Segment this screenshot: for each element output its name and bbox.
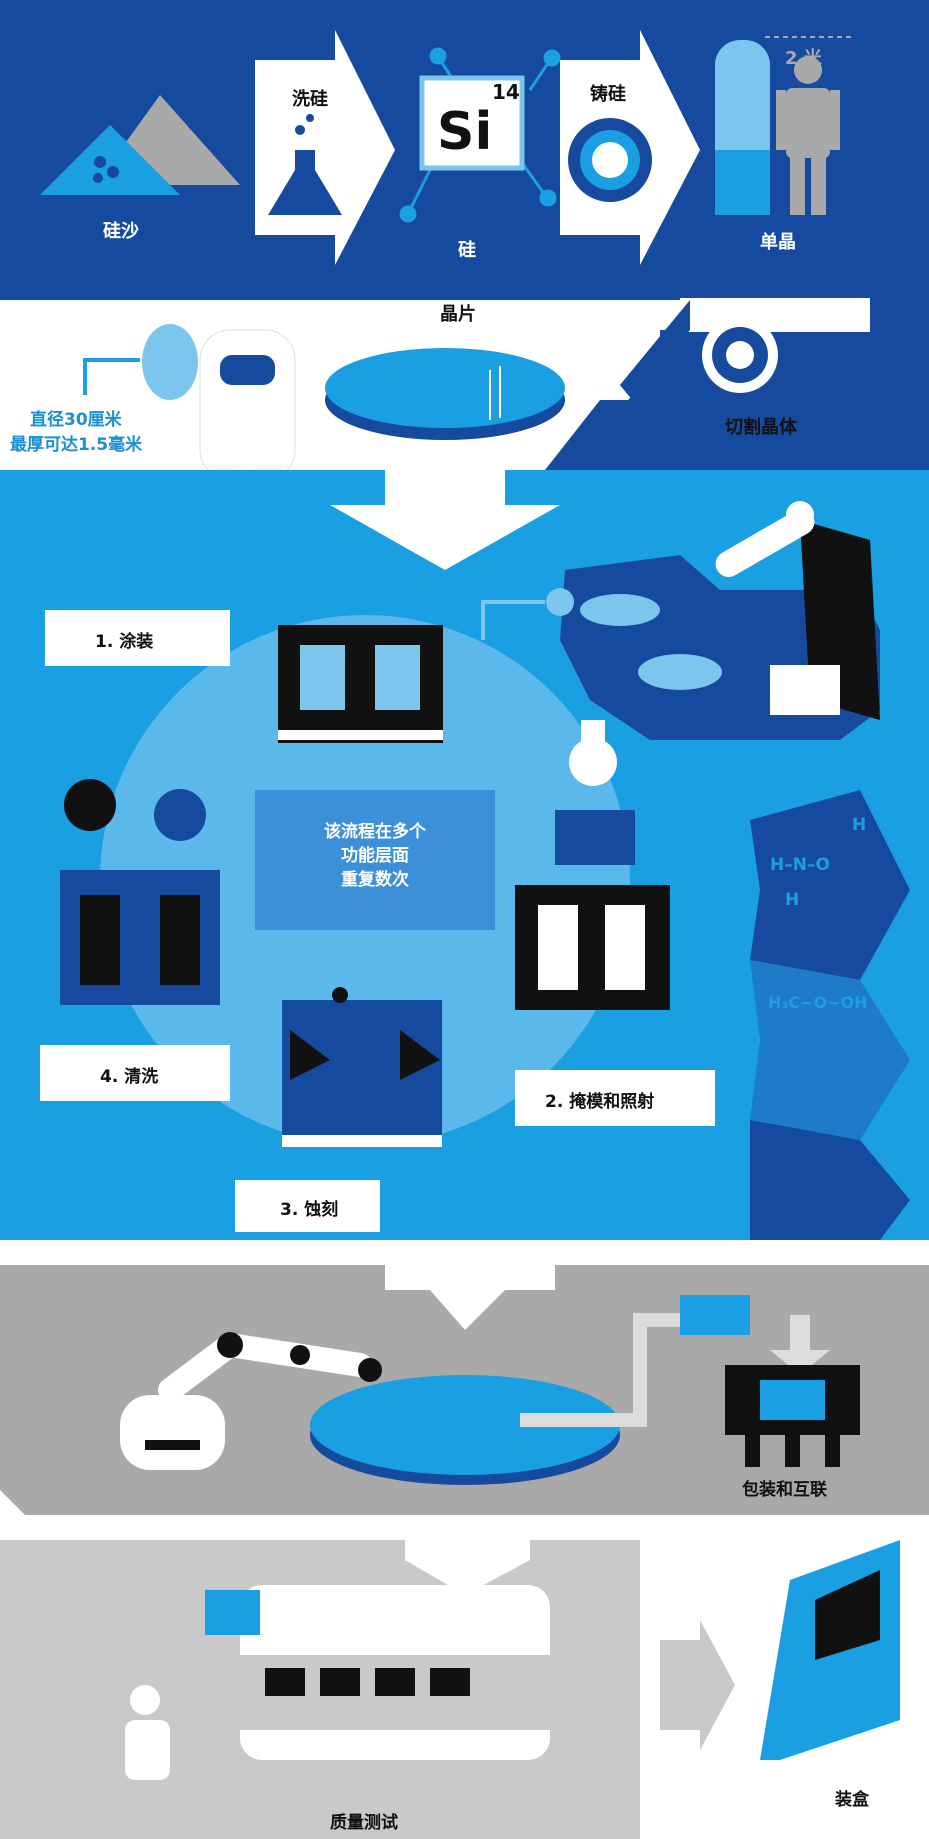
box-arrow (660, 1620, 735, 1750)
lightbulb-icon (569, 738, 617, 786)
wash-label: 洗硅 (292, 85, 328, 111)
held-wafer (142, 324, 198, 400)
sand-label: 硅沙 (103, 217, 139, 243)
testing-label: 质量测试 (330, 1808, 398, 1833)
wafer-spec-line2: 最厚可达1.5毫米 (10, 430, 142, 455)
molecule-1-h-top: H (852, 815, 866, 835)
gear-icon (64, 779, 116, 831)
wafer-label: 晶片 (440, 300, 476, 326)
ingot-label: 单晶 (760, 228, 796, 254)
chip-coating (278, 625, 443, 743)
height-label: 2 米 (785, 44, 822, 70)
element-symbol: Si (437, 102, 492, 162)
step1-label: 1. 涂装 (95, 627, 153, 652)
step4-label: 4. 清洗 (100, 1062, 158, 1087)
wafer-spec-line1: 直径30厘米 (30, 405, 122, 430)
boxing-label: 装盒 (835, 1785, 869, 1810)
element-number: 14 (492, 80, 520, 104)
step2-label: 2. 掩模和照射 (545, 1087, 654, 1112)
cycle-center-text: 该流程在多个 功能层面 重复数次 (255, 820, 495, 892)
silicon-label: 硅 (458, 236, 476, 262)
packaging-label: 包装和互联 (742, 1475, 827, 1500)
cast-label: 铸硅 (590, 80, 626, 106)
molecule-1-h-bottom: H (785, 890, 799, 910)
step3-label: 3. 蚀刻 (280, 1195, 338, 1220)
molecule-1: H–N–O (770, 855, 830, 875)
chip-etch (282, 1000, 442, 1147)
molecule-2: H₃C~O~OH (768, 993, 868, 1012)
chip-clean (60, 870, 220, 1005)
cut-label: 切割晶体 (725, 413, 797, 439)
